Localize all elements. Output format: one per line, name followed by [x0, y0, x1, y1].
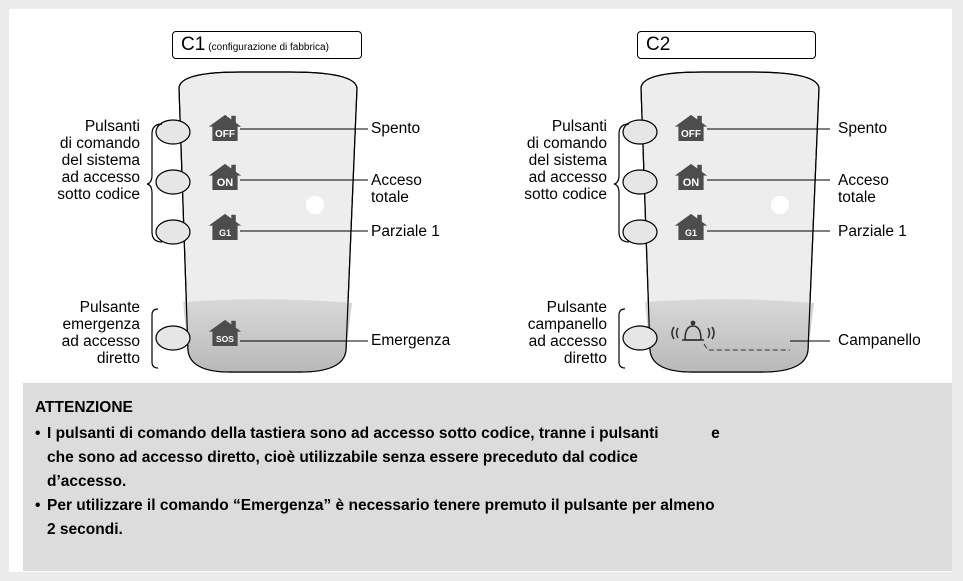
note-bullet-1-text-c: d’accesso.: [47, 473, 127, 490]
note-title: ATTENZIONE: [35, 399, 133, 416]
g1-icon-text: G1: [685, 228, 697, 238]
keypad-button-on[interactable]: [155, 169, 191, 195]
off-icon-text: OFF: [681, 129, 701, 140]
on-icon-text: ON: [683, 177, 700, 189]
group-label-bell-button: Pulsante campanello ad accesso diretto: [527, 299, 607, 367]
keypad-button-off[interactable]: [622, 119, 658, 145]
bullet-dot: •: [35, 425, 41, 442]
bell-icon: [671, 320, 715, 341]
g1-icon-text: G1: [219, 228, 231, 238]
group-label-emergency-button: Pulsante emergenza ad accesso diretto: [61, 299, 140, 367]
note-bullet-2: • Per utilizzare il comando “Emergenza” …: [35, 494, 952, 542]
group-label-command-buttons: Pulsanti di comando del sistema ad acces…: [57, 118, 140, 203]
label-bell: Campanello: [838, 332, 921, 349]
keypad-button-partial[interactable]: [622, 219, 658, 245]
code-box-c2: C2: [637, 31, 816, 59]
label-off: Spento: [838, 120, 888, 137]
warning-note: ATTENZIONE • I pulsanti di comando della…: [23, 383, 952, 571]
note-bullet-2-text-a: Per utilizzare il comando “Emergenza” è …: [47, 497, 715, 514]
note-bullet-1-text-b: che sono ad accesso diretto, cioè utiliz…: [47, 449, 638, 466]
label-partial: Parziale 1: [838, 223, 907, 240]
keypad-bottom-zone: [183, 299, 352, 372]
label-partial: Parziale 1: [371, 223, 440, 240]
keypad-c2: OFF ON G1: [613, 71, 830, 373]
note-bullet-1-and: e: [711, 425, 720, 442]
brace-bottom: [151, 308, 159, 369]
code-label: C1: [181, 34, 206, 55]
keypad-button-sos[interactable]: [155, 325, 191, 351]
group-label-command-buttons: Pulsanti di comando del sistema ad acces…: [524, 118, 607, 203]
keypad-button-bell[interactable]: [622, 325, 658, 351]
brace-bottom: [618, 308, 626, 369]
keypad-button-on[interactable]: [622, 169, 658, 195]
code-sublabel: (configurazione di fabbrica): [208, 41, 329, 53]
note-bullet-2-text-b: 2 secondi.: [47, 521, 123, 538]
brace-top: [613, 123, 630, 243]
note-bullet-1: • I pulsanti di comando della tastiera s…: [35, 422, 952, 494]
label-emergency: Emergenza: [371, 332, 451, 349]
led-indicator: [306, 196, 324, 214]
label-on: Acceso totale: [838, 172, 889, 206]
keypad-button-off[interactable]: [155, 119, 191, 145]
keypad-c1: OFF ON G1 SOS: [146, 71, 368, 373]
code-box-c1: C1 (configurazione di fabbrica): [172, 31, 362, 59]
keypad-button-partial[interactable]: [155, 219, 191, 245]
on-icon-text: ON: [217, 177, 234, 189]
label-on: Acceso totale: [371, 172, 422, 206]
keypad-bottom-zone: [645, 299, 814, 372]
code-label: C2: [646, 34, 671, 55]
note-bullet-1-text-a: I pulsanti di comando della tastiera son…: [47, 425, 659, 442]
led-indicator: [771, 196, 789, 214]
label-off: Spento: [371, 120, 421, 137]
bullet-dot: •: [35, 497, 41, 514]
sos-icon-text: SOS: [216, 334, 234, 344]
off-icon-text: OFF: [215, 129, 235, 140]
brace-top: [146, 123, 163, 243]
